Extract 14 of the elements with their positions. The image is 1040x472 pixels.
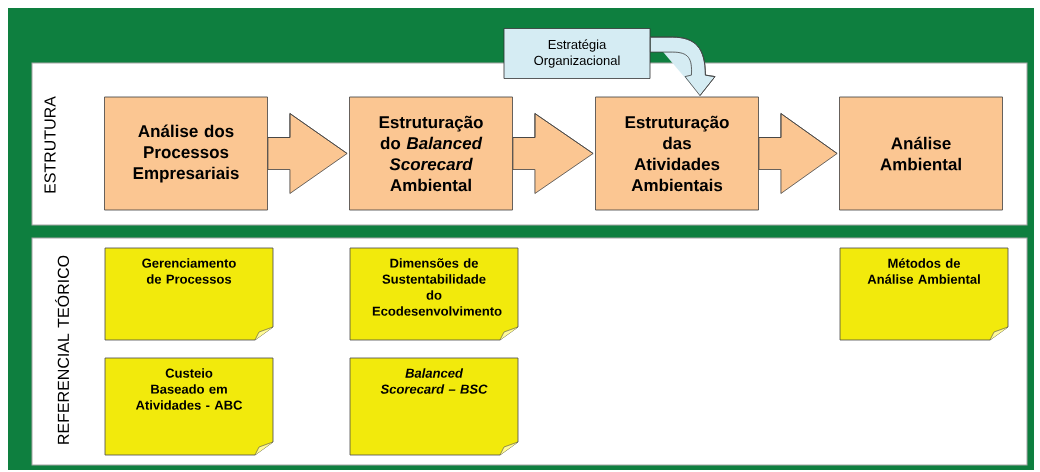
note: Balanced Scorecard – BSC [349, 357, 519, 456]
block-arrow [512, 113, 594, 194]
note: Gerenciamento de Processos [104, 247, 274, 341]
note: Dimensões de Sustentabilidade do Ecodesenvolvimento [349, 247, 519, 341]
block-arrow [267, 113, 348, 194]
note: Custeio Baseado em Atividades - ABC [104, 357, 274, 456]
process-box: Estruturação das Atividades Ambientais [595, 96, 759, 211]
process-box: Estruturação do Balanced Scorecard Ambiental [349, 96, 513, 211]
note: Métodos de Análise Ambiental [839, 247, 1009, 341]
block-arrow [758, 113, 838, 194]
curved-arrow [650, 36, 716, 96]
process-box: Análise dos Processos Empresariais [104, 96, 268, 211]
process-box: Análise Ambiental [839, 96, 1003, 211]
banner-box: Estratégia Organizacional [503, 28, 651, 79]
